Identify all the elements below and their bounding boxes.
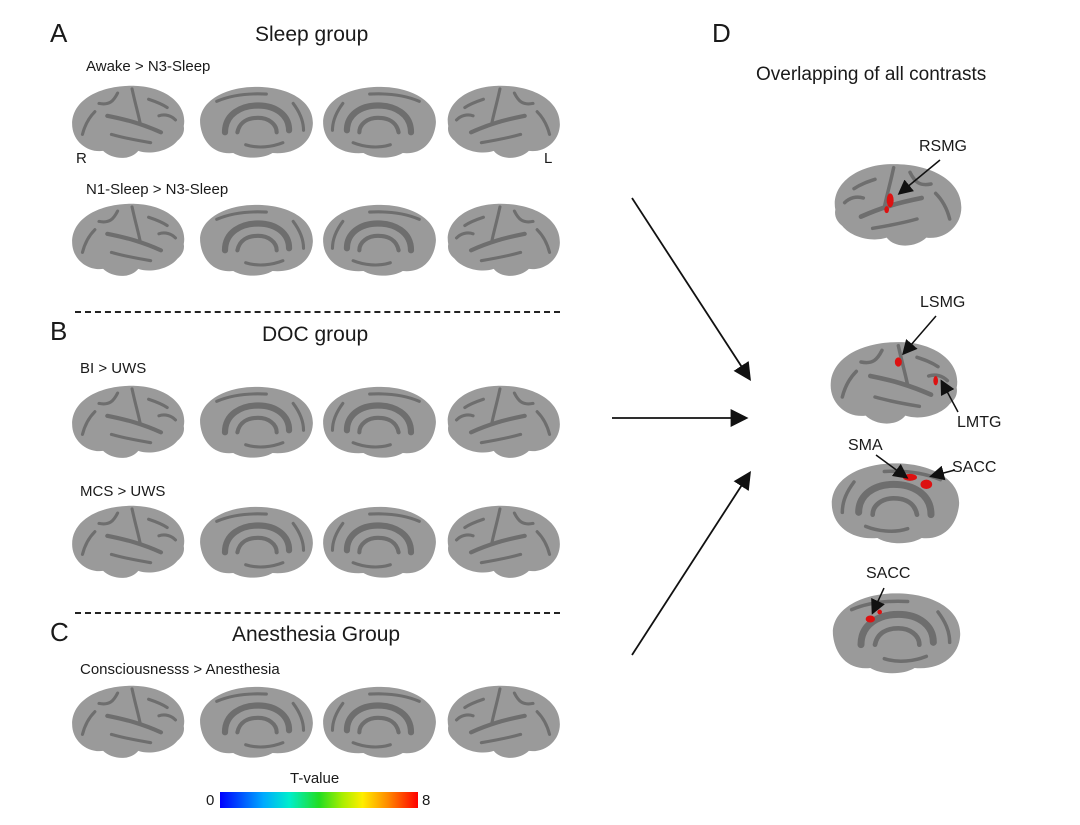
colorbar-max-label: 8 <box>422 792 431 809</box>
brain-surface <box>323 680 436 764</box>
brain-surface <box>323 204 436 276</box>
panel-letter-a: A <box>50 18 68 48</box>
brain-surface <box>318 386 442 464</box>
brain-surface <box>194 680 318 764</box>
contrast-label: N1-Sleep > N3-Sleep <box>86 181 229 198</box>
pointer-arrow <box>897 159 941 195</box>
hemisphere-label-right: R <box>76 150 87 167</box>
sleep-group-title: Sleep group <box>255 23 369 46</box>
brain-surface <box>194 500 318 584</box>
anesthesia-group-title: Anesthesia Group <box>232 623 401 646</box>
overlap-brain-rsmg <box>826 155 966 255</box>
region-label-lsmg: LSMG <box>920 294 966 311</box>
brain-surface <box>68 80 192 164</box>
region-label-sma: SMA <box>848 437 883 454</box>
brain-surface <box>194 198 318 282</box>
colorbar-min-label: 0 <box>206 792 215 809</box>
region-label-lmtg: LMTG <box>957 414 1002 431</box>
pointer-arrow <box>940 379 959 413</box>
contrast-label: Awake > N3-Sleep <box>86 58 211 75</box>
brain-surface <box>440 198 564 282</box>
brain-surface <box>440 680 564 764</box>
contrast-label: BI > UWS <box>80 360 147 377</box>
brain-surface <box>194 380 318 464</box>
brain-surface <box>68 500 192 584</box>
brain-surface <box>440 80 564 164</box>
contrast-label: MCS > UWS <box>80 483 166 500</box>
arrow <box>631 197 751 382</box>
pointer-arrow <box>929 465 956 481</box>
brain-surface <box>68 203 192 282</box>
pointer-arrow <box>902 315 937 356</box>
colorbar-title: T-value <box>290 770 340 787</box>
brain-surface <box>440 500 564 584</box>
doc-group-title: DOC group <box>262 323 369 346</box>
panel-letter-b: B <box>50 316 68 346</box>
brain-surface <box>318 506 442 584</box>
brain-surface <box>68 380 192 464</box>
pointer-arrow <box>871 587 885 615</box>
contrast-label: Consciousnesss > Anesthesia <box>80 661 280 678</box>
brain-surface <box>194 80 318 164</box>
panel-letter-d: D <box>712 18 731 48</box>
overlap-title: Overlapping of all contrasts <box>756 64 987 85</box>
brain-surface <box>440 380 564 464</box>
overlap-brain-lsmg <box>826 333 966 433</box>
region-label-rsmg: RSMG <box>919 138 967 155</box>
arrow <box>631 470 751 656</box>
separator-line <box>75 311 560 313</box>
region-label-sacc: SACC <box>866 565 911 582</box>
brain-surface <box>323 86 436 164</box>
brain-surface <box>68 685 192 764</box>
region-label-sacc: SACC <box>952 459 997 476</box>
separator-line <box>75 612 560 614</box>
hemisphere-label-left: L <box>544 150 553 167</box>
panel-letter-c: C <box>50 617 69 647</box>
colorbar <box>220 792 418 808</box>
pointer-arrow <box>875 454 909 479</box>
